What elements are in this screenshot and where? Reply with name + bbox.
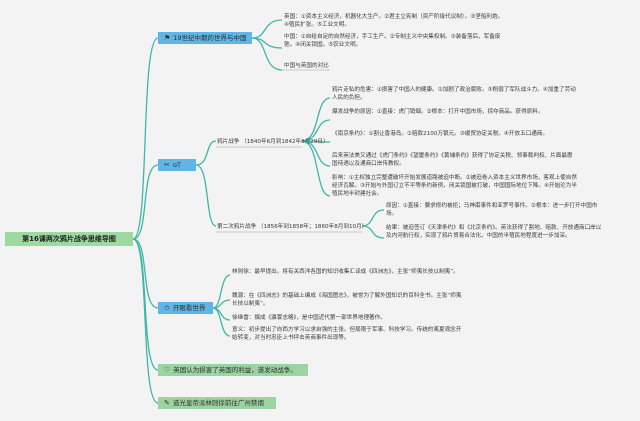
wei-yuan-note: 魏源：在《四洲志》的基础上编成《海国图志》，被誉为了解外国知识的百科全书。主张“…: [232, 293, 462, 307]
branch-opium-wars[interactable]: ✂ ɑT: [158, 159, 196, 171]
heart-icon: ♡: [164, 366, 171, 374]
tools-icon: ✂: [164, 161, 170, 169]
later-treaties: 后来英法美又通过《虎门条约》《望厦条约》《黄埔条约》获得了协定关税、领事裁判权、…: [332, 153, 573, 167]
branch-open-eyes[interactable]: ✩ 开眼看世界: [158, 302, 213, 314]
china-features: 中国：①自给自足的自然经济，手工生产。②专制主义中央集权制。③装备落后，军备废弛…: [284, 34, 501, 48]
nanjing-treaty: 《南京条约》：①割让香港岛。②赔款2100万银元。③缓贸协定关税。④开放五口通商…: [332, 131, 549, 137]
war-cause: 爆发战争的原因：①直接：虎门销烟。②根本：打开中国市场，掠夺商品。获得原料。: [332, 109, 544, 115]
branch-label: 道光皇帝派林则徐前往广州禁烟: [172, 399, 264, 407]
second-war-result: 结果：被迫签订《天津条约》和《北京条约》。英法获得了割地、赔款、开放通商口岸以及…: [386, 225, 602, 239]
opium-war-title: 鸦片战争 （1840年6月到1842年8月29日）: [217, 139, 329, 145]
branch-daoguang-ban[interactable]: ✎ 道光皇帝派林则徐前往广州禁烟: [158, 397, 276, 409]
branch-label: 英国认为损害了英国的利益，遂发动战争。: [173, 366, 297, 374]
root-topic[interactable]: 第16课两次鸦片战争思维导图: [5, 232, 133, 246]
lin-zexu-note: 林则徐：最早提出。将有关西洋各国的知识收集汇译成《四洲志》，主张“师夷长技以制夷…: [232, 269, 459, 275]
opium-harm: 鸦片走私的危害：①损害了中国人的健康。②加剧了政治腐败。③削弱了军队战斗力。④加…: [332, 87, 576, 101]
comparison-label: 中国与英国的对比: [284, 63, 329, 69]
branch-world-and-china[interactable]: ⚑ 19世纪中期的世界与中国: [158, 32, 252, 44]
second-war-cause: 原因：①直接：要求修约被拒；马神甫事件和亚罗号事件。②根本：进一步打开中国市场。: [386, 203, 598, 217]
meaning-note: 意义：初步提出了向西方学习以求自强的主张。但局限于军事、科技学习。传统的夷夏观念…: [232, 327, 462, 341]
branch-label: 19世纪中期的世界与中国: [173, 34, 247, 42]
branch-label: ɑT: [172, 161, 181, 169]
war-impact: 影响：①主权独立完整遭破坏开始发展道路被迫中断。②被迫卷入资本主义世界市场，客观…: [332, 175, 577, 197]
note-icon: ✎: [164, 399, 170, 407]
second-war-title: 第二次鸦片战争 （1856年到1858年；1860年8月到10月）: [217, 224, 368, 230]
xu-jiyu-note: 徐继畬：撰成《瀛寰志略》，是中国近代第一部世界地理著作。: [232, 315, 386, 321]
branch-label: 开眼看世界: [172, 304, 206, 312]
branch-england-war[interactable]: ♡ 英国认为损害了英国的利益，遂发动战争。: [158, 364, 308, 376]
england-features: 英国：①资本主义经济，机器化大生产。②君主立宪制（资产阶级代议制）。③坚船利炮。…: [284, 14, 504, 28]
star-icon: ✩: [164, 304, 170, 312]
flag-icon: ⚑: [164, 34, 171, 42]
